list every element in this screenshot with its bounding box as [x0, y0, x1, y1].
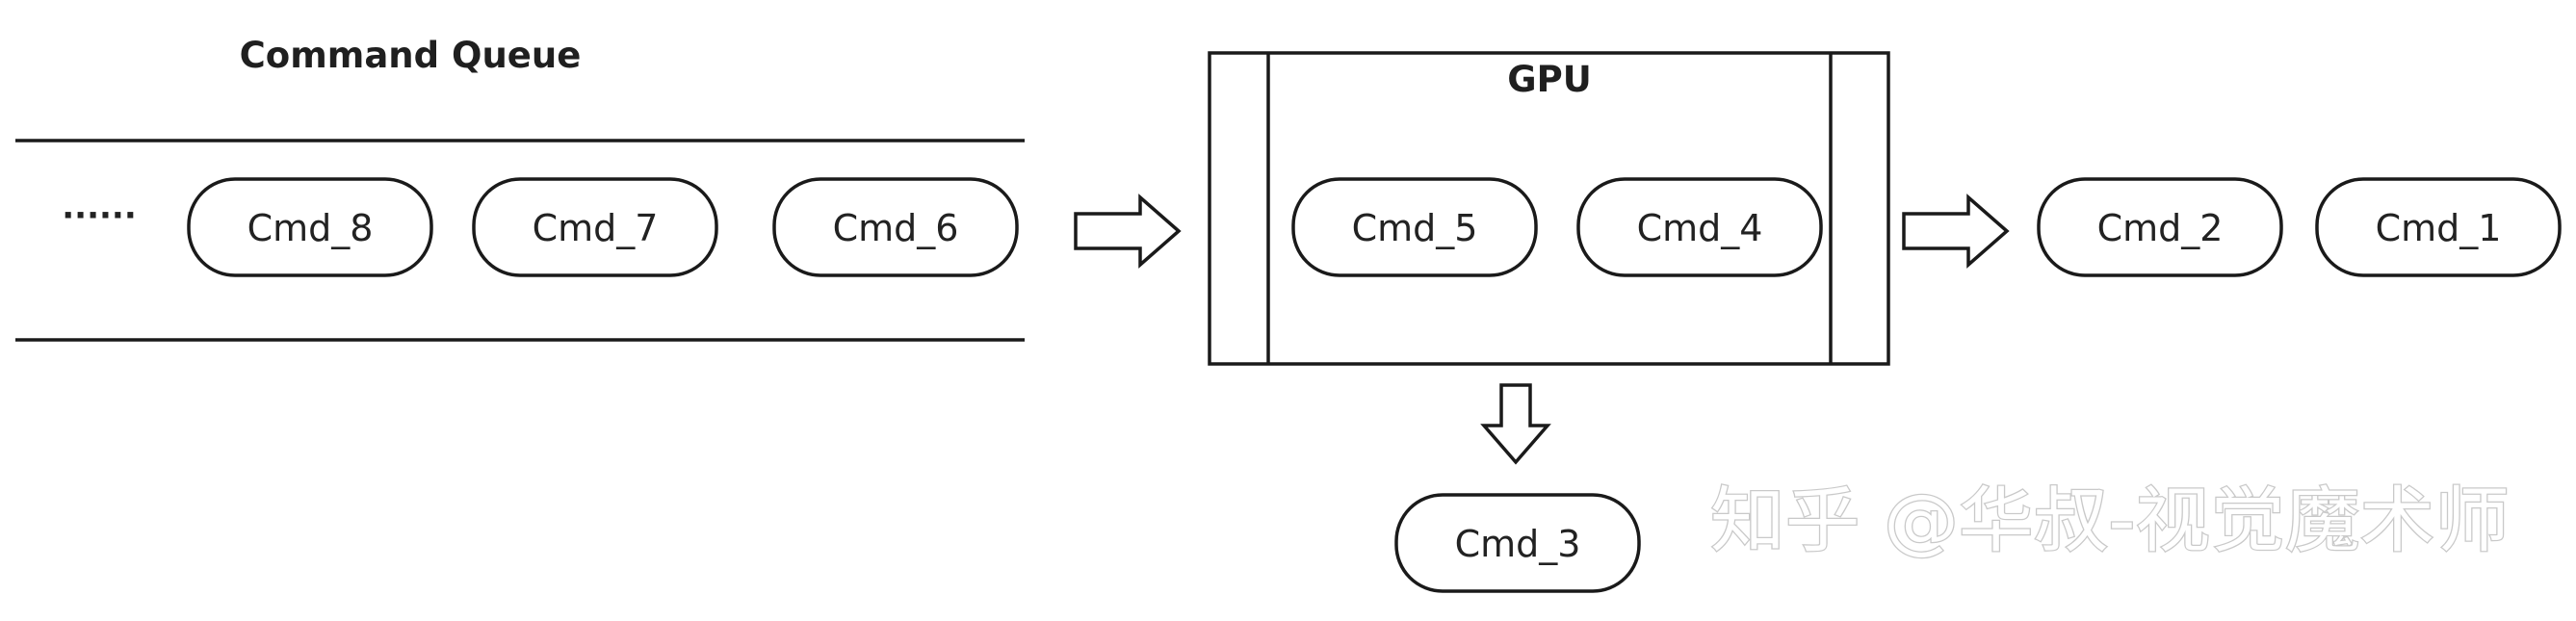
- gpu-block: GPU Cmd_5 Cmd_4: [1208, 51, 1890, 366]
- cmd-box: [2315, 177, 2562, 277]
- gpu-cmd-5: Cmd_5: [1291, 177, 1538, 277]
- arrow-down-icon: [1480, 383, 1551, 465]
- queue-cmd-6: Cmd_6: [772, 177, 1019, 277]
- cmd-box: [187, 177, 433, 277]
- completed-cmd-1: Cmd_1: [2315, 177, 2562, 277]
- cmd-label: Cmd_5: [1352, 207, 1478, 249]
- cmd-label: Cmd_3: [1455, 523, 1581, 565]
- cmd-label: Cmd_7: [533, 207, 659, 249]
- cmd-label: Cmd_6: [833, 207, 959, 249]
- arrow-right-icon: [1074, 194, 1182, 269]
- queue-ellipsis: ······: [62, 196, 137, 235]
- command-queue-title: Command Queue: [240, 35, 582, 76]
- gpu-frame: [1208, 51, 1890, 366]
- cmd-label: Cmd_2: [2097, 207, 2224, 249]
- gpu-cmd-4: Cmd_4: [1576, 177, 1823, 277]
- gpu-title: GPU: [1507, 59, 1592, 100]
- queue-cmd-8: Cmd_8: [187, 177, 433, 277]
- cmd-box: [772, 177, 1019, 277]
- cmd-box: [1394, 493, 1641, 593]
- cmd-label: Cmd_4: [1637, 207, 1763, 249]
- cmd-box: [472, 177, 718, 277]
- cmd-box: [2037, 177, 2283, 277]
- completed-cmd-2: Cmd_2: [2037, 177, 2283, 277]
- queue-cmd-7: Cmd_7: [472, 177, 718, 277]
- arrow-right-icon: [1902, 194, 2010, 269]
- output-cmd-3: Cmd_3: [1394, 493, 1641, 593]
- watermark: 知乎 @华叔-视觉魔术师: [1710, 479, 2510, 562]
- cmd-box: [1576, 177, 1823, 277]
- cmd-label: Cmd_8: [247, 207, 374, 249]
- cmd-label: Cmd_1: [2376, 207, 2502, 249]
- cmd-box: [1291, 177, 1538, 277]
